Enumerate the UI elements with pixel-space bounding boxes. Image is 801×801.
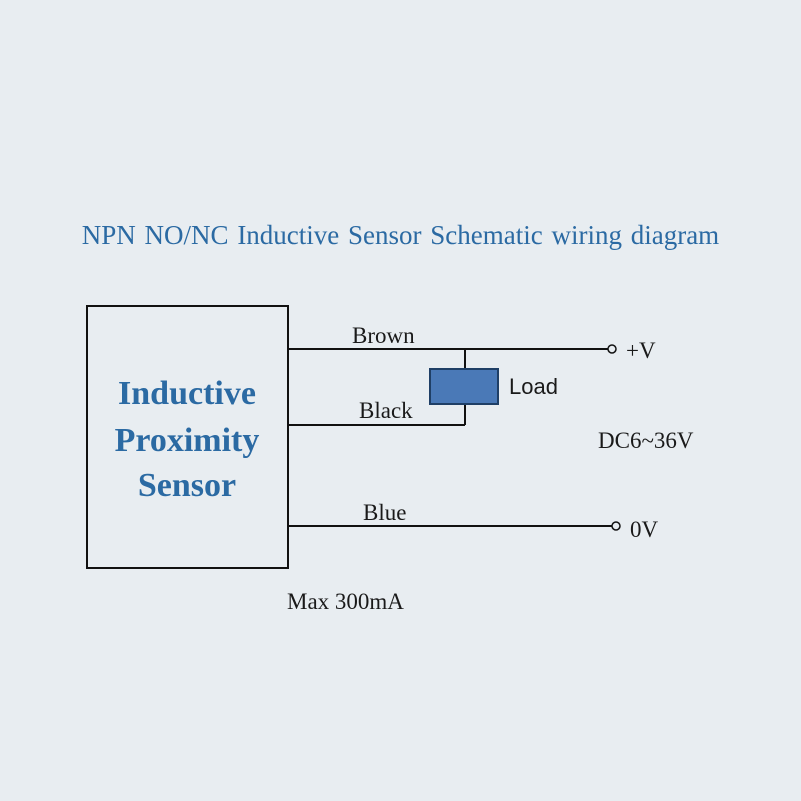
sensor-label-line3: Sensor bbox=[138, 467, 236, 504]
black-wire-label: Black bbox=[359, 398, 413, 423]
zero-volt-terminal-label: 0V bbox=[630, 517, 659, 542]
sensor-label-line1: Inductive bbox=[118, 375, 256, 412]
zero-volt-terminal-icon bbox=[611, 521, 621, 531]
load-component bbox=[429, 368, 499, 405]
positive-terminal-label: +V bbox=[626, 338, 656, 363]
diagram-title: NPN NO/NC Inductive Sensor Schematic wir… bbox=[81, 220, 720, 250]
brown-wire-label: Brown bbox=[352, 323, 415, 348]
sensor-box bbox=[86, 305, 289, 569]
load-label: Load bbox=[509, 374, 558, 399]
supply-voltage-label: DC6~36V bbox=[598, 428, 694, 453]
positive-terminal-icon bbox=[607, 344, 617, 354]
sensor-label-line2: Proximity bbox=[115, 422, 260, 459]
max-current-label: Max 300mA bbox=[287, 589, 404, 614]
blue-wire-label: Blue bbox=[363, 500, 406, 525]
